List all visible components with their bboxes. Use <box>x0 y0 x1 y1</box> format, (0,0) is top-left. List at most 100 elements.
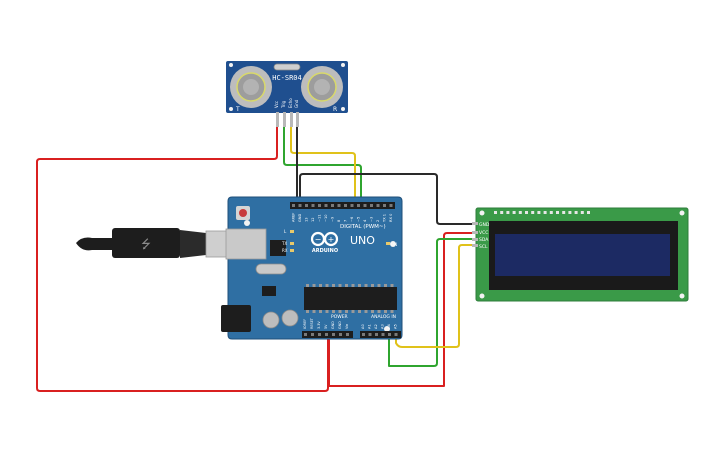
analog-pin[interactable] <box>368 333 372 336</box>
digital-pin-label: TX 1 <box>383 214 387 223</box>
digital-label: DIGITAL (PWM~) <box>340 224 386 230</box>
digital-pin-label: ~5 <box>357 217 361 222</box>
power-pin[interactable] <box>304 333 307 336</box>
chip-pin <box>332 310 335 313</box>
reset-button-cap[interactable] <box>239 209 247 217</box>
chip-pin <box>325 310 329 313</box>
chip-pin <box>364 284 368 287</box>
analog-pin[interactable] <box>394 333 398 336</box>
arduino-mount-hole <box>244 220 250 226</box>
lcd-pin-scl[interactable] <box>472 244 478 247</box>
digital-pin-label: ~10 <box>324 214 328 222</box>
board-usb-jack <box>225 228 267 260</box>
chip-pin <box>338 310 342 313</box>
lcd-pin-vcc[interactable] <box>472 231 478 234</box>
digital-pin[interactable] <box>311 204 315 207</box>
analog-pin[interactable] <box>375 333 378 336</box>
lcd-mount-hole <box>479 210 485 216</box>
lcd-top-pins <box>494 211 590 214</box>
analog-pin-label: A5 <box>394 324 398 329</box>
digital-pin[interactable] <box>357 204 360 207</box>
power-label: POWER <box>331 314 348 320</box>
wire-gnd-to-lcd-gnd[interactable] <box>299 173 477 225</box>
lcd-top-pin <box>580 211 584 214</box>
digital-pin-label: ~11 <box>318 214 322 222</box>
lcd-side-pins <box>472 222 478 247</box>
digital-pin[interactable] <box>376 204 380 207</box>
digital-pin[interactable] <box>305 204 308 207</box>
lcd-top-pin <box>568 211 572 214</box>
sensor-pin-gnd[interactable] <box>296 112 299 127</box>
power-pin[interactable] <box>346 333 349 336</box>
analog-pin-label: A0 <box>361 324 365 329</box>
sensor-pin-label: Echo <box>288 98 293 108</box>
wire-sensor-echo[interactable] <box>290 126 356 204</box>
lcd-top-pin <box>562 211 566 214</box>
logo-plus-icon: + <box>328 235 335 244</box>
power-pin-label: GND <box>338 321 342 329</box>
logo-infinity-right <box>323 231 339 247</box>
analog-pin[interactable] <box>362 333 365 336</box>
digital-pin-label: RX 0 <box>389 213 393 222</box>
power-pin[interactable] <box>311 333 314 336</box>
led-l <box>290 230 294 233</box>
lcd-mount-hole <box>479 293 485 299</box>
analog-header[interactable] <box>360 331 401 338</box>
power-pin[interactable] <box>332 333 335 336</box>
power-jack[interactable] <box>221 305 251 332</box>
chip-pin <box>345 284 348 287</box>
wire-sensor-vcc-to-5v[interactable] <box>36 126 329 392</box>
sensor-pin-trig[interactable] <box>283 112 286 127</box>
lcd-pin-sda[interactable] <box>472 238 478 241</box>
chip-pin <box>351 284 355 287</box>
chip-pin <box>371 284 374 287</box>
digital-pin-label: 8 <box>337 219 341 222</box>
power-pin[interactable] <box>325 333 328 336</box>
led-label: RX <box>282 248 288 253</box>
usb-symbol-icon: ⭍ <box>141 237 151 251</box>
led-tx <box>290 242 294 245</box>
wire-a5-to-scl[interactable] <box>395 244 477 348</box>
digital-pin[interactable] <box>298 204 302 207</box>
usb-cable[interactable]: ⭍ <box>76 228 237 258</box>
sensor-crystal <box>273 63 301 71</box>
analog-pin-label: A1 <box>368 324 372 329</box>
analog-pin-label: A3 <box>381 324 385 329</box>
digital-pin-label: 4 <box>363 219 367 222</box>
usb-chip <box>270 240 286 256</box>
chip-pin <box>351 310 355 313</box>
analog-pin[interactable] <box>381 333 385 336</box>
digital-pin[interactable] <box>350 204 354 207</box>
chip-pin <box>306 310 309 313</box>
sensor-pin-echo[interactable] <box>290 112 293 127</box>
wire-a4-to-sda[interactable] <box>388 238 477 367</box>
lcd-pin-gnd[interactable] <box>472 222 478 225</box>
digital-pin[interactable] <box>370 204 373 207</box>
digital-header[interactable] <box>290 202 395 209</box>
led-label: TX <box>281 241 287 246</box>
digital-pin[interactable] <box>344 204 347 207</box>
power-pin[interactable] <box>318 333 321 336</box>
analog-label: ANALOG IN <box>371 314 396 320</box>
digital-pin[interactable] <box>318 204 321 207</box>
wire-sensor-trig[interactable] <box>283 126 362 204</box>
digital-pin[interactable] <box>331 204 334 207</box>
digital-pin[interactable] <box>337 204 341 207</box>
digital-pin[interactable] <box>292 204 295 207</box>
wire-5v-to-lcd-vcc[interactable] <box>328 232 477 387</box>
chip-pin <box>364 310 368 313</box>
usb-plug-taper <box>180 230 206 258</box>
chip-pin <box>390 284 394 287</box>
analog-pin[interactable] <box>388 333 391 336</box>
digital-pin[interactable] <box>363 204 367 207</box>
ultrasonic-sensor[interactable]: HC-SR04 T R Vcc Trig Echo Gnd <box>226 61 348 127</box>
chip-pin <box>377 284 381 287</box>
digital-pin[interactable] <box>324 204 328 207</box>
digital-pin[interactable] <box>389 204 393 207</box>
lcd-display[interactable]: GND VCC SDA SCL <box>472 207 689 302</box>
power-pin[interactable] <box>339 333 342 336</box>
digital-pin[interactable] <box>383 204 386 207</box>
sensor-pin-vcc[interactable] <box>276 112 279 127</box>
chip-pins-bottom <box>306 310 394 313</box>
